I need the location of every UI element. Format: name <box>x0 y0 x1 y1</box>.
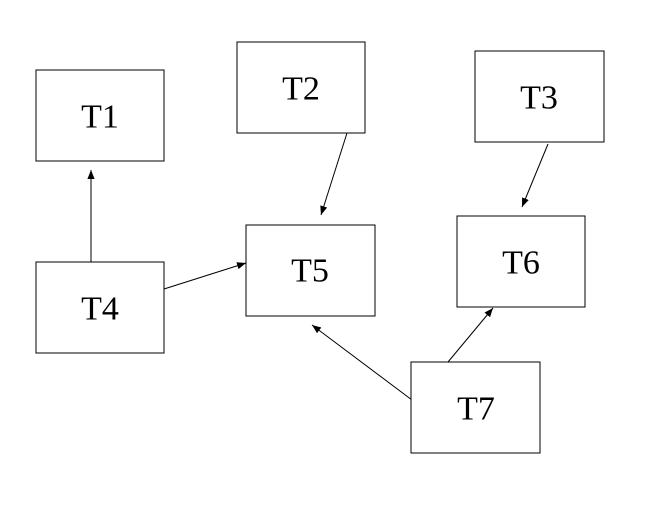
node-t5-label: T5 <box>291 253 329 290</box>
node-t4: T4 <box>35 261 165 354</box>
node-t7: T7 <box>410 361 541 454</box>
edge-t4-to-t5 <box>163 262 247 290</box>
node-t3-box <box>474 50 605 143</box>
edge-t3-to-t6 <box>521 143 549 208</box>
node-t5: T5 <box>245 224 376 317</box>
edges <box>87 132 549 401</box>
node-t2: T2 <box>236 41 366 134</box>
edge-t7-to-t6 <box>447 307 494 363</box>
node-t6: T6 <box>456 215 586 308</box>
node-t4-box <box>35 261 165 354</box>
node-t3: T3 <box>474 50 605 143</box>
node-t1-box <box>35 69 165 162</box>
node-t6-label: T6 <box>502 245 540 282</box>
node-t1: T1 <box>35 69 165 162</box>
node-t1-label: T1 <box>81 99 119 136</box>
node-t7-box <box>410 361 541 454</box>
node-t2-box <box>236 41 366 134</box>
node-t5-box <box>245 224 376 317</box>
edge-t7-to-t5 <box>311 324 413 401</box>
node-t3-label: T3 <box>520 80 558 117</box>
node-t6-box <box>456 215 586 308</box>
node-t7-label: T7 <box>457 391 495 428</box>
node-t2-label: T2 <box>282 71 320 108</box>
edge-t2-to-t5 <box>320 132 348 216</box>
node-t4-label: T4 <box>81 291 119 328</box>
